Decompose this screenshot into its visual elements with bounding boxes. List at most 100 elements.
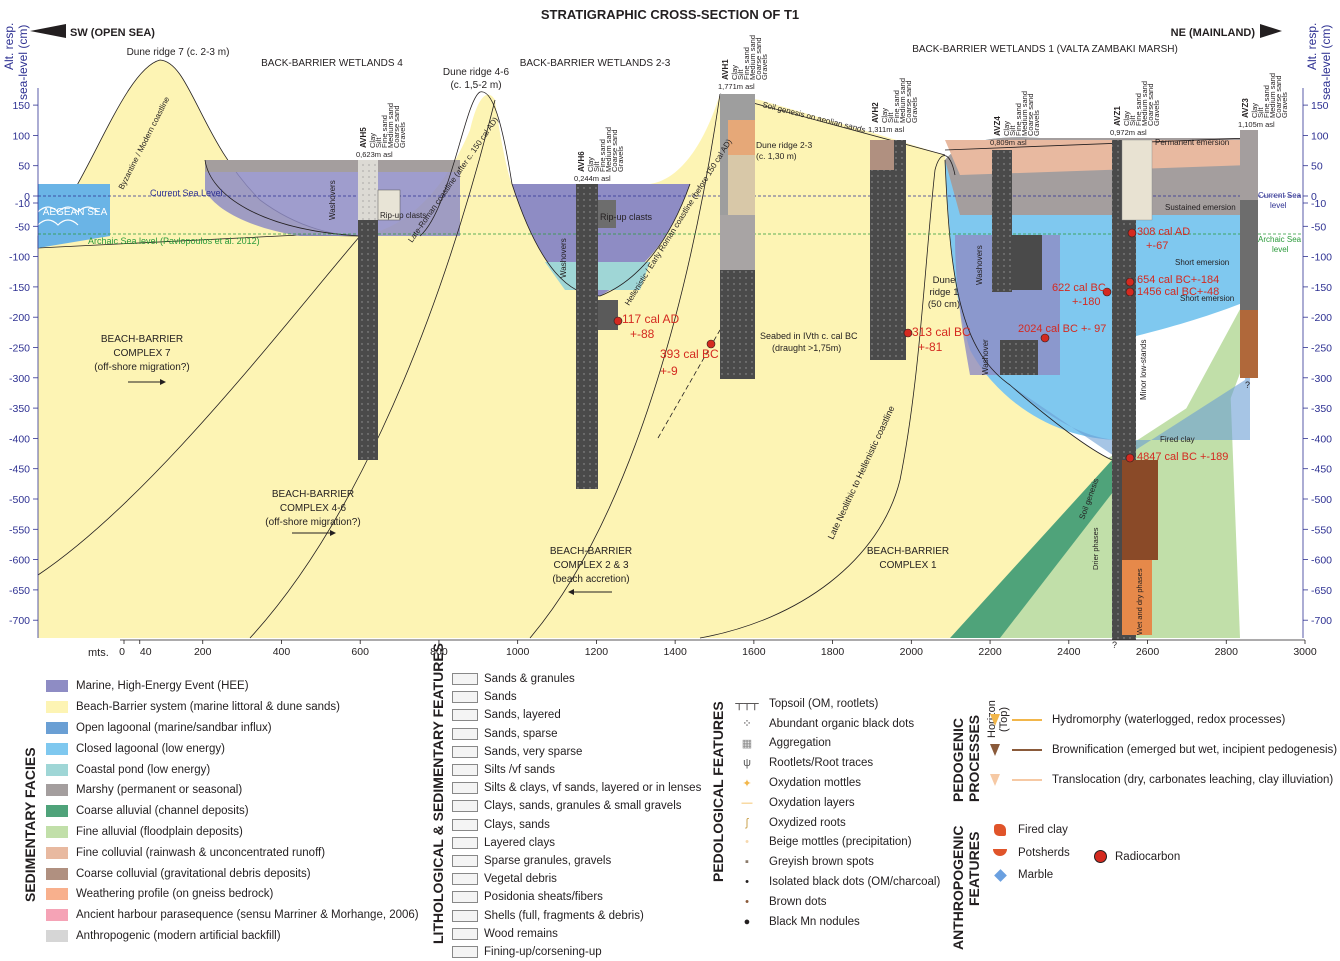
radiocarbon-point — [613, 316, 623, 326]
ped-symbol: ʃ — [745, 816, 749, 829]
grain-size-label: Clay — [1250, 103, 1259, 118]
facies-label: Anthropogenic (modern artificial backfil… — [76, 929, 281, 942]
neolithic-boundary — [699, 155, 956, 639]
lith-item: Clays, sands — [452, 816, 701, 834]
question-mark: ? — [1112, 640, 1117, 650]
x-tick-label: 1800 — [821, 646, 845, 658]
anthropogenic-label: Fired clay — [1018, 824, 1068, 837]
core-avh5 — [358, 160, 401, 460]
grain-size-label: Gravels — [1152, 100, 1161, 126]
dune-label: (50 cm) — [928, 299, 960, 310]
core-altitude: 1,311m asl — [868, 125, 904, 134]
y-axis-label: sea-level (cm) — [16, 25, 30, 100]
complex-7-boundary — [37, 235, 361, 576]
facies-swatch — [46, 867, 68, 880]
radiocarbon-point — [1040, 333, 1050, 343]
lith-item: Sands, sparse — [452, 725, 701, 743]
grain-size-label: Medium sand — [386, 103, 395, 148]
facies-label: Coastal pond (low energy) — [76, 763, 211, 776]
complex-label: BEACH-BARRIER — [272, 489, 354, 500]
facies-label: Fine colluvial (rainwash & unconcentrate… — [76, 846, 326, 859]
process-line — [1012, 719, 1042, 721]
facies-swatch — [46, 680, 68, 693]
current-sea-label: Current Sea Level — [150, 188, 223, 198]
y-tick-label: 50 — [1311, 161, 1323, 173]
anthropogenic-label: Potsherds — [1018, 846, 1070, 859]
lith-swatch — [452, 854, 478, 867]
legend: SEDIMENTARY FACIES Marine, High-Energy E… — [0, 643, 1340, 958]
lith-item: Shells (full, fragments & debris) — [452, 906, 701, 924]
y-tick-label: 0 — [1311, 191, 1317, 203]
y-tick-label: -700 — [1311, 615, 1332, 627]
grain-size-label: Silt — [374, 137, 383, 148]
x-tick-label: 1400 — [663, 646, 687, 658]
grain-size-label: Fine sand — [1262, 85, 1271, 118]
facies-item: Marine, High-Energy Event (HEE) — [46, 676, 419, 697]
grain-size-label: Medium sand — [1268, 73, 1277, 118]
y-tick-label: -200 — [1311, 312, 1332, 324]
ped-symbol: ● — [743, 915, 751, 928]
ped-symbol: ⁘ — [742, 718, 752, 731]
complex-label: (off-shore migration?) — [94, 362, 189, 373]
y-tick-label: -550 — [9, 524, 30, 536]
ped-label: Beige mottles (precipitation) — [769, 836, 912, 849]
page-title: STRATIGRAPHIC CROSS-SECTION OF T1 — [541, 7, 799, 22]
coarse-alluvial-area — [950, 460, 1130, 638]
y-tick-label: -600 — [1311, 555, 1332, 567]
date-label: +-9 — [660, 364, 678, 378]
grain-size-label: Clay — [730, 65, 739, 80]
ped-list: ┬┬┬Topsoil (OM, rootlets)⁘Abundant organ… — [733, 694, 940, 932]
y-tick-label: -250 — [1311, 343, 1332, 355]
ped-label: Black Mn nodules — [769, 915, 860, 928]
complex-label: (beach accretion) — [552, 574, 629, 585]
facies-label: Closed lagoonal (low energy) — [76, 742, 225, 755]
facies-swatch — [46, 805, 68, 818]
complex-label: BEACH-BARRIER — [867, 546, 949, 557]
hellenistic-boundary — [529, 93, 721, 639]
date-label: 313 cal BC — [912, 325, 971, 339]
fired-clay-label: Fired clay — [1160, 435, 1195, 444]
washovers-label: Washovers — [328, 180, 337, 220]
grain-size-label: Fine sand — [892, 90, 901, 123]
facies-item: Closed lagoonal (low energy) — [46, 738, 419, 759]
grain-size-label: Coarse sand — [754, 37, 763, 80]
y-tick-label: -500 — [1311, 494, 1332, 506]
emersion-label: Permanent emersion — [1155, 138, 1229, 147]
facies-item: Fine colluvial (rainwash & unconcentrate… — [46, 842, 419, 863]
core-avz3 — [1240, 130, 1258, 378]
ped-label: Greyish brown spots — [769, 856, 874, 869]
facies-swatch — [46, 784, 68, 797]
x-tick-label: 2600 — [1136, 646, 1160, 658]
x-tick-label: 200 — [194, 646, 212, 658]
x-tick-label: 400 — [273, 646, 291, 658]
y-tick-label: -10 — [1311, 198, 1326, 210]
x-tick-label: 2400 — [1057, 646, 1081, 658]
facies-swatch — [46, 721, 68, 734]
grain-size-label: Gravels — [398, 122, 407, 148]
y-tick-label: -550 — [1311, 524, 1332, 536]
facies-swatch — [46, 929, 68, 942]
y-tick-label: 150 — [1311, 100, 1329, 112]
horizon-icon — [990, 744, 1000, 756]
grain-size-label: Silt — [736, 69, 745, 80]
y-tick-label: -400 — [1311, 433, 1332, 445]
dashed-trend — [657, 329, 721, 439]
dune-crest-line — [719, 93, 946, 156]
seabed-label: Seabed in IVth c. cal BC — [760, 331, 858, 341]
facies-item: Open lagoonal (marine/sandbar influx) — [46, 718, 419, 739]
x-tick-label: 1600 — [742, 646, 766, 658]
grain-size-label: Silt — [1256, 107, 1265, 118]
lith-swatch — [452, 873, 478, 886]
grain-size-label: Clay — [586, 157, 595, 172]
current-sea-label-right: Current Sea — [1258, 191, 1302, 200]
washovers-label: Washover — [981, 339, 990, 375]
lith-item: Sands, layered — [452, 706, 701, 724]
date-label: +-67 — [1146, 240, 1168, 252]
radiocarbon-icon — [1094, 850, 1107, 863]
dune-label: ridge 1 — [929, 287, 958, 298]
horizon-icon — [990, 714, 1000, 726]
wetlands-1-colluvial — [945, 140, 1250, 175]
question-mark: ? — [1245, 380, 1250, 390]
